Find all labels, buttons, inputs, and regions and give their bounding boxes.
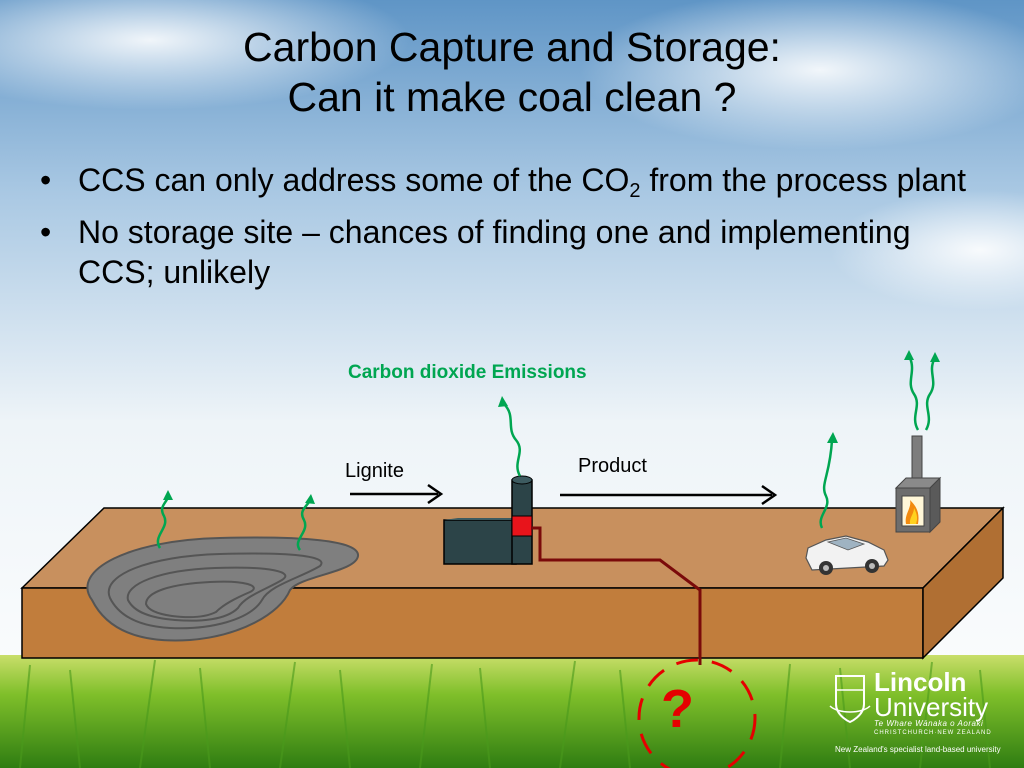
bullet-item: • No storage site – chances of finding on…: [30, 212, 990, 292]
bullet-text: No storage site – chances of finding one…: [78, 214, 911, 290]
plant-emission-arrow: [503, 403, 522, 477]
bullet-item: • CCS can only address some of the CO2 fr…: [30, 160, 990, 202]
logo-name-line2: University: [874, 692, 989, 722]
slide-title: Carbon Capture and Storage: Can it make …: [0, 22, 1024, 122]
process-plant: [443, 475, 533, 565]
arrowhead: [904, 350, 914, 360]
arrowhead: [305, 494, 315, 504]
fireplace-icon: [894, 435, 942, 534]
title-line-1: Carbon Capture and Storage:: [243, 24, 781, 70]
arrowhead: [930, 352, 940, 362]
co2-pipeline: [532, 526, 702, 665]
bullet-dot: •: [40, 214, 52, 250]
arrowhead: [498, 396, 508, 407]
lignite-label: Lignite: [345, 460, 404, 482]
arrowhead: [163, 490, 173, 500]
emissions-label: Carbon dioxide Emissions: [348, 362, 587, 383]
lincoln-university-logo: Lincoln University Te Whare Wānaka o Aor…: [830, 665, 1020, 765]
arrowhead: [427, 483, 444, 505]
title-line-2: Can it make coal clean ?: [287, 74, 737, 120]
arrowhead: [761, 484, 778, 506]
car-emission-arrow: [819, 439, 834, 529]
bullet-dot: •: [40, 162, 52, 198]
arrowhead: [827, 432, 838, 443]
unknown-storage-circle: [637, 658, 757, 768]
logo-location: CHRISTCHURCH·NEW ZEALAND: [874, 730, 992, 736]
ground-side: [922, 506, 1004, 660]
question-mark: ?: [661, 679, 694, 739]
logo-maori-name: Te Whare Wānaka o Aoraki: [874, 719, 984, 728]
logo-name-line1: Lincoln: [874, 667, 967, 697]
bullet-list: • CCS can only address some of the CO2 fr…: [30, 160, 990, 304]
logo-tagline: New Zealand's specialist land-based univ…: [835, 745, 1001, 754]
bullet-text-part: from the process plant: [640, 162, 966, 198]
car-icon: [805, 535, 889, 575]
mine-emission-arrows: [156, 495, 312, 551]
fireplace-emission-arrows: [908, 357, 936, 431]
product-label: Product: [578, 455, 647, 477]
university-crest-icon: [829, 675, 871, 724]
open-pit-mine: [86, 536, 359, 642]
subscript-2: 2: [629, 180, 641, 202]
bullet-text-part: CCS can only address some of the CO: [78, 162, 630, 198]
